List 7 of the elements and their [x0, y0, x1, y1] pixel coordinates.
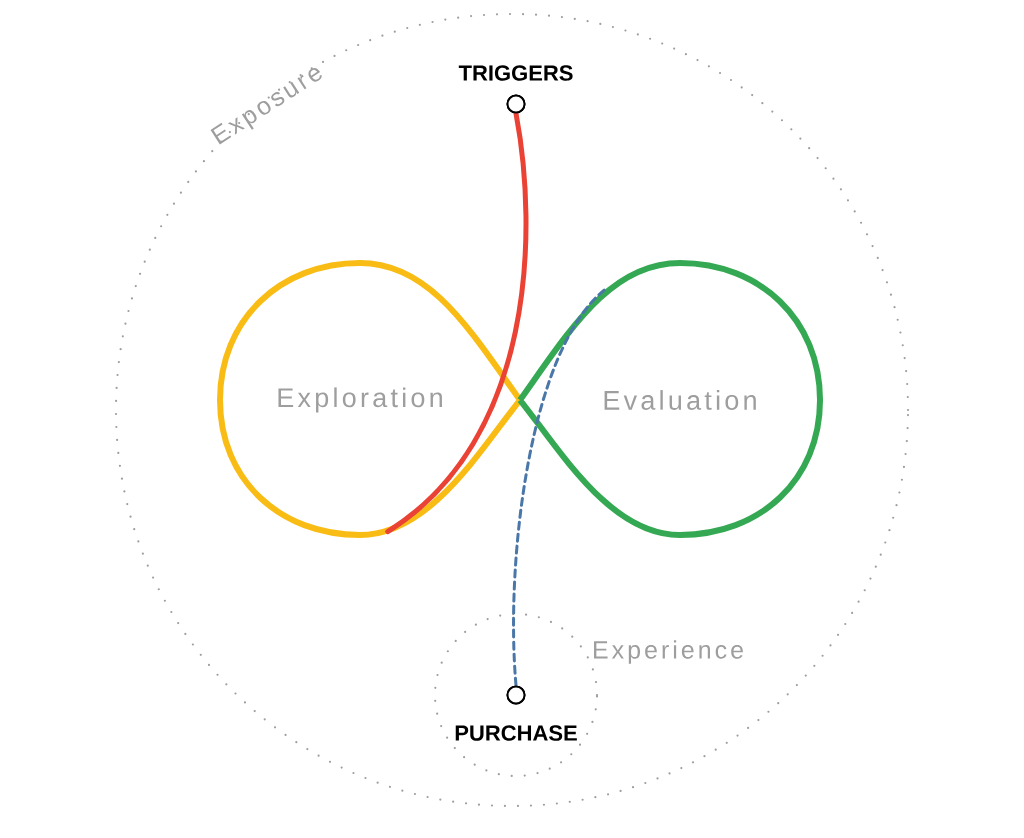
- point-label: TRIGGERS: [458, 65, 573, 81]
- connector-curve: [385, 111, 529, 535]
- circle-label: Experience: [594, 640, 743, 664]
- loop-label: Evaluation: [604, 390, 756, 410]
- point-label: PURCHASE: [455, 725, 577, 741]
- loop-label: Exploration: [278, 387, 442, 413]
- connector-curve: [512, 288, 606, 687]
